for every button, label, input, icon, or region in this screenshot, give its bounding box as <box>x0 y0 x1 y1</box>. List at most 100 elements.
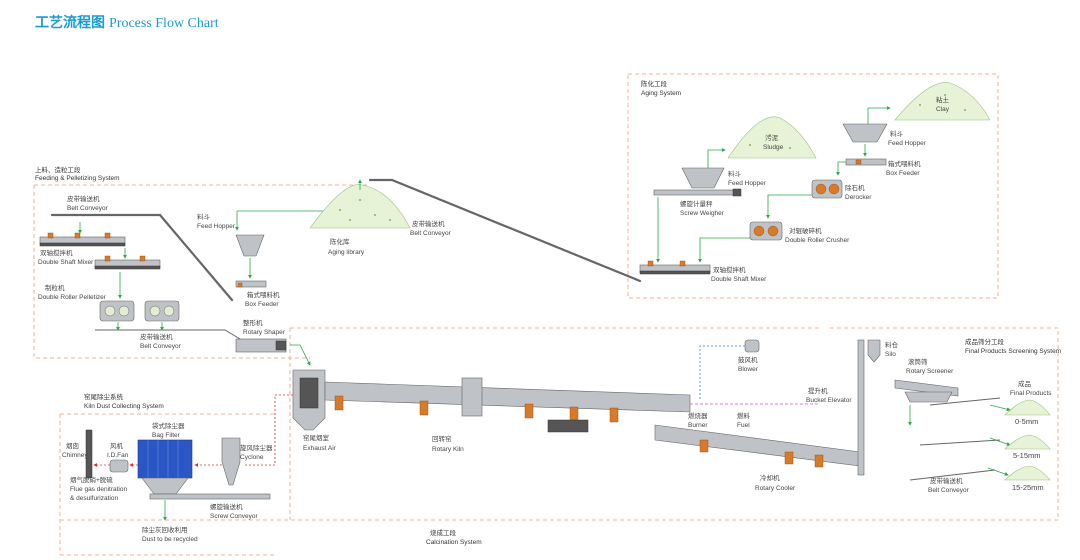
svg-text:皮带输送机: 皮带输送机 <box>412 219 445 228</box>
bucket-elevator-label: 提升机 Bucket Elevator <box>806 386 852 404</box>
svg-text:皮带输送机: 皮带输送机 <box>67 194 100 203</box>
rotary-screener-label: 滚筒筛 Rotary Screener <box>906 357 954 375</box>
flow-arrow <box>989 437 1011 446</box>
svg-text:料斗: 料斗 <box>728 169 742 178</box>
svg-text:& desulfurization: & desulfurization <box>70 495 118 502</box>
double-roller-crusher-label: 对辊破碎机 Double Roller Crusher <box>785 226 850 244</box>
svg-text:除石机: 除石机 <box>845 183 865 192</box>
svg-text:Sludge: Sludge <box>763 144 784 151</box>
svg-text:双轴搅拌机: 双轴搅拌机 <box>713 265 746 274</box>
svg-text:旋风除尘器: 旋风除尘器 <box>240 443 273 452</box>
box-feeder-right <box>845 158 887 166</box>
flow-arrow <box>707 148 726 170</box>
svg-text:Rotary Cooler: Rotary Cooler <box>755 485 796 492</box>
belt-conveyor-low-label: 皮带输送机 Belt Conveyor <box>140 332 182 350</box>
product-size-5-15: 5-15mm <box>1013 451 1041 460</box>
flue-gas-label: 烟气脱硝+脱硫 Flue gas denitration & desulfuri… <box>70 475 127 502</box>
svg-text:Fuel: Fuel <box>737 422 750 429</box>
svg-text:Aging library: Aging library <box>328 249 365 256</box>
svg-text:Chimney: Chimney <box>62 452 88 459</box>
svg-text:Double Roller Crusher: Double Roller Crusher <box>785 237 850 244</box>
rotary-cooler-label: 冷却机 Rotary Cooler <box>755 473 796 492</box>
cyclone <box>221 437 241 486</box>
flow-arrow <box>698 237 750 263</box>
svg-text:Derocker: Derocker <box>845 194 872 201</box>
double-shaft-mixer-right <box>639 260 711 275</box>
chimney <box>85 429 93 479</box>
svg-text:I.D.Fan: I.D.Fan <box>107 452 129 459</box>
svg-text:Belt Conveyor: Belt Conveyor <box>67 205 109 212</box>
flow-arrow <box>836 161 846 176</box>
svg-text:Clay: Clay <box>936 106 950 113</box>
product-conveyor-1 <box>929 397 1001 406</box>
svg-text:鼓风机: 鼓风机 <box>738 355 758 364</box>
feed-hopper-right <box>842 123 888 143</box>
svg-text:Double Shaft Mixer: Double Shaft Mixer <box>711 276 767 283</box>
clay-label: 粘土 Clay <box>936 95 950 113</box>
pelletizer-unit-2 <box>144 300 180 322</box>
svg-text:烟囱: 烟囱 <box>66 441 79 450</box>
id-fan-label: 风机 I.D.Fan <box>107 441 129 459</box>
sludge-pile <box>727 116 817 159</box>
flow-arrow <box>766 194 812 219</box>
cyclone-label: 旋风除尘器 Cyclone <box>240 443 273 461</box>
bag-filter <box>137 439 193 495</box>
svg-text:螺旋输送机: 螺旋输送机 <box>210 502 243 511</box>
zone-calcination <box>60 327 1059 521</box>
svg-text:制粒机: 制粒机 <box>45 283 65 292</box>
svg-text:Box Feeder: Box Feeder <box>245 301 279 308</box>
rotary-shaper-label: 整形机 Rotary Shaper <box>243 318 286 336</box>
svg-text:料斗: 料斗 <box>197 212 211 221</box>
double-shaft-mixer-left-label: 双轴搅拌机 Double Shaft Mixer <box>38 248 94 266</box>
belt-conveyor-final-label: 皮带输送机 Belt Conveyor <box>928 476 970 494</box>
title-en: Process Flow Chart <box>109 16 219 31</box>
flow-arrow <box>867 106 891 124</box>
svg-text:燃烧器: 燃烧器 <box>688 411 708 420</box>
product-pile-0-5 <box>1004 399 1051 416</box>
svg-text:Dust to be recycled: Dust to be recycled <box>142 536 198 543</box>
svg-text:箱式喂料机: 箱式喂料机 <box>888 159 921 168</box>
section-screening: 成品筛分工段 Final Products Screening System <box>965 337 1061 355</box>
svg-text:Screw Conveyor: Screw Conveyor <box>210 513 259 520</box>
svg-text:对辊破碎机: 对辊破碎机 <box>789 226 822 235</box>
svg-text:风机: 风机 <box>110 441 124 450</box>
rotary-kiln-label: 回转窑 Rotary Kiln <box>432 434 464 453</box>
belt-conveyor-top <box>50 213 234 302</box>
feed-hopper-right-label: 料斗 Feed Hopper <box>888 129 927 147</box>
svg-text:陈化工段: 陈化工段 <box>641 79 668 88</box>
svg-text:螺旋计量秤: 螺旋计量秤 <box>680 199 713 208</box>
svg-text:提升机: 提升机 <box>808 386 828 395</box>
box-feeder-left <box>235 280 267 288</box>
svg-text:滚筒筛: 滚筒筛 <box>908 357 928 366</box>
svg-text:燃料: 燃料 <box>737 411 751 420</box>
chimney-label: 烟囱 Chimney <box>62 441 88 459</box>
svg-text:皮带输送机: 皮带输送机 <box>930 476 963 485</box>
svg-text:Final Products: Final Products <box>1010 390 1052 397</box>
svg-text:除尘灰回收利用: 除尘灰回收利用 <box>142 525 188 534</box>
rotary-kiln <box>324 377 691 433</box>
flow-arrow <box>987 467 1009 476</box>
feed-hopper-left-label: 料斗 Feed Hopper <box>197 212 236 230</box>
svg-text:Rotary Shaper: Rotary Shaper <box>243 329 286 336</box>
svg-text:窑尾烟室: 窑尾烟室 <box>303 433 330 442</box>
product-conveyor-3 <box>909 469 996 481</box>
pelletizer-unit-1 <box>99 300 135 322</box>
rotary-shaper <box>235 338 287 353</box>
double-shaft-mixer-left <box>39 232 126 247</box>
svg-text:皮带输送机: 皮带输送机 <box>140 332 173 341</box>
exhaust-air-label: 窑尾烟室 Exhaust Air <box>303 433 337 452</box>
product-conveyor-2 <box>919 439 1001 446</box>
box-feeder-right-label: 箱式喂料机 Box Feeder <box>886 159 921 177</box>
feed-hopper-aging-label: 料斗 Feed Hopper <box>728 169 767 187</box>
svg-text:Double Roller Pelletizer: Double Roller Pelletizer <box>38 294 107 301</box>
screw-weigher <box>653 188 742 197</box>
svg-text:烧成工段: 烧成工段 <box>430 528 457 537</box>
svg-text:回转窑: 回转窑 <box>432 434 452 443</box>
svg-text:双轴搅拌机: 双轴搅拌机 <box>40 248 73 257</box>
box-feeder-left-label: 箱式喂料机 Box Feeder <box>245 290 280 308</box>
svg-text:Silo: Silo <box>885 351 896 358</box>
svg-text:Aging System: Aging System <box>641 90 681 97</box>
zone-feeding <box>33 184 370 359</box>
svg-text:箱式喂料机: 箱式喂料机 <box>247 290 280 299</box>
